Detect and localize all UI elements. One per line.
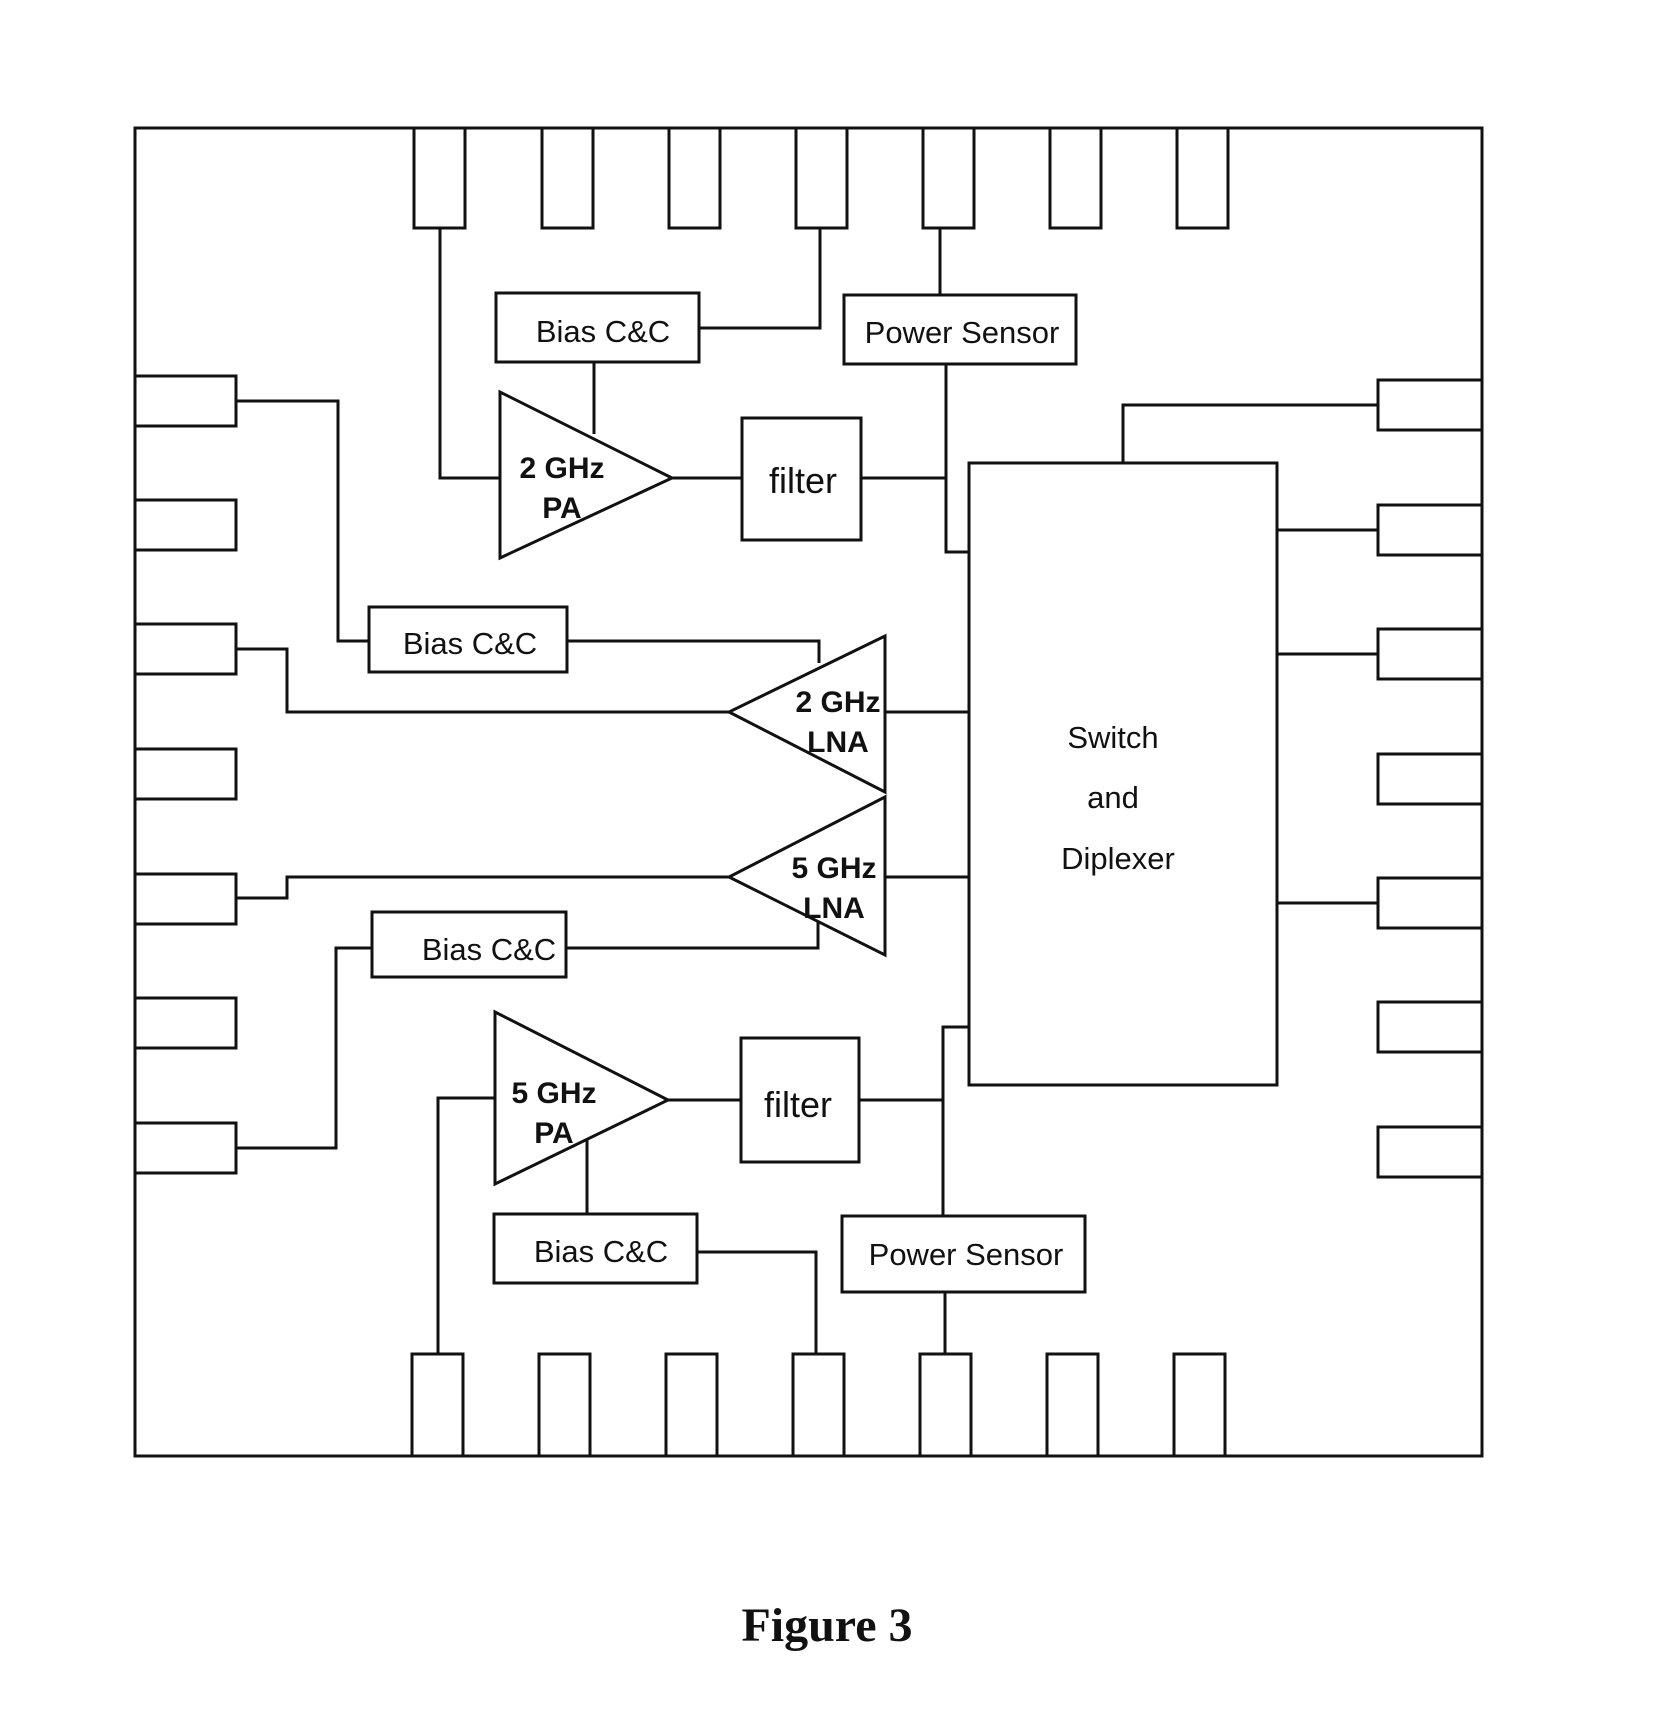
pa-5ghz-label-1: 5 GHz [511, 1077, 596, 1110]
wire-bias-lna2-amp [567, 641, 819, 663]
lna-5ghz-label-2: LNA [803, 892, 865, 925]
wire-switch-right-1 [1123, 405, 1378, 463]
right-pin-5 [1378, 878, 1482, 928]
left-pin-4 [135, 749, 236, 799]
right-pin-3 [1378, 629, 1482, 679]
wire-bias-lna5-amp [567, 905, 818, 948]
lna-5ghz-amplifier: 5 GHz LNA [729, 797, 885, 955]
pa-2ghz-label-1: 2 GHz [519, 452, 604, 485]
power-sensor-bottom-block: Power Sensor [842, 1216, 1085, 1292]
left-pin-3 [135, 624, 236, 674]
lna-2ghz-label-1: 2 GHz [795, 686, 880, 719]
bias-cc-pa5-label: Bias C&C [534, 1234, 668, 1269]
wire-ps-top-switch [946, 364, 969, 552]
bottom-pin-6 [1047, 1354, 1098, 1456]
wire-bias-pa2-pin [700, 228, 820, 328]
bottom-pin-1 [412, 1354, 463, 1456]
left-pin-5 [135, 874, 236, 924]
bias-cc-pa2-label: Bias C&C [536, 314, 670, 349]
pa-5ghz-amplifier: 5 GHz PA [495, 1012, 668, 1184]
switch-diplexer-block: Switch and Diplexer [969, 463, 1277, 1085]
lna-2ghz-label-2: LNA [807, 726, 869, 759]
bias-cc-lna2-block: Bias C&C [369, 607, 567, 672]
bias-cc-lna5-label: Bias C&C [422, 932, 556, 967]
bias-cc-lna5-block: Bias C&C [372, 912, 566, 977]
left-pin-2 [135, 500, 236, 550]
bias-cc-pa5-block: Bias C&C [494, 1214, 697, 1283]
right-pin-1 [1378, 380, 1482, 430]
left-pin-7 [135, 1123, 236, 1173]
bottom-pin-5 [920, 1354, 971, 1456]
lna-2ghz-amplifier: 2 GHz LNA [729, 636, 885, 792]
top-pin-7 [1177, 128, 1228, 228]
wire-left1-bias-lna2 [236, 401, 369, 641]
top-pin-4 [796, 128, 847, 228]
wire-pa5-input [438, 1098, 495, 1354]
switch-diplexer-label-2: and [1087, 780, 1139, 815]
bottom-pin-4 [793, 1354, 844, 1456]
power-sensor-top-block: Power Sensor [844, 295, 1076, 364]
top-pins [414, 128, 1228, 228]
pa-5ghz-label-2: PA [534, 1117, 573, 1150]
top-pin-3 [669, 128, 720, 228]
wire-left7-bias-lna5 [236, 948, 372, 1148]
power-sensor-top-label: Power Sensor [865, 315, 1060, 350]
top-pin-2 [542, 128, 593, 228]
switch-diplexer-label-1: Switch [1067, 720, 1158, 755]
right-pin-2 [1378, 505, 1482, 555]
lna-5ghz-label-1: 5 GHz [791, 852, 876, 885]
bottom-pin-7 [1174, 1354, 1225, 1456]
filter-top-block: filter [742, 418, 861, 540]
pa-2ghz-amplifier: 2 GHz PA [500, 392, 672, 558]
power-sensor-bottom-label: Power Sensor [869, 1237, 1064, 1272]
bias-cc-pa2-block: Bias C&C [496, 293, 699, 362]
wire-pa2-input [440, 228, 500, 478]
left-pins [135, 376, 236, 1173]
filter-top-label: filter [769, 460, 837, 501]
pa-2ghz-label-2: PA [542, 492, 581, 525]
bottom-pin-2 [539, 1354, 590, 1456]
left-pin-6 [135, 998, 236, 1048]
right-pin-7 [1378, 1127, 1482, 1177]
switch-diplexer-label-3: Diplexer [1061, 841, 1175, 876]
left-pin-1 [135, 376, 236, 426]
right-pin-6 [1378, 1002, 1482, 1052]
bias-cc-lna2-label: Bias C&C [403, 626, 537, 661]
wire-switch-ps-bottom [943, 1027, 969, 1216]
top-pin-1 [414, 128, 465, 228]
figure-caption: Figure 3 [0, 1598, 1654, 1653]
top-pin-5 [923, 128, 974, 228]
filter-bottom-label: filter [764, 1084, 832, 1125]
wire-bias-pa5-pin [697, 1252, 816, 1354]
bottom-pin-3 [666, 1354, 717, 1456]
filter-bottom-block: filter [741, 1038, 859, 1162]
right-pin-4 [1378, 754, 1482, 804]
right-pins [1378, 380, 1482, 1177]
top-pin-6 [1050, 128, 1101, 228]
bottom-pins [412, 1354, 1225, 1456]
wire-lna5-left5 [236, 877, 729, 898]
